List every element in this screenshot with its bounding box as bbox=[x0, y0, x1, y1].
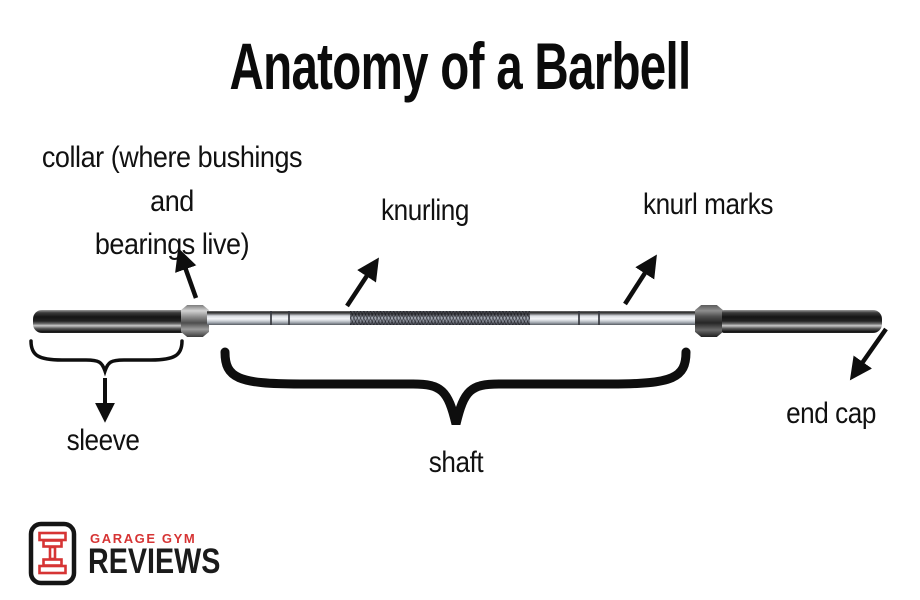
label-sleeve: sleeve bbox=[66, 424, 140, 457]
barbell-left-sleeve bbox=[33, 310, 183, 333]
barbell-shaft bbox=[207, 311, 697, 325]
shaft-brace bbox=[220, 347, 691, 426]
knurl-mark-ring bbox=[288, 311, 290, 325]
logo-text-reviews: REVIEWS bbox=[88, 542, 221, 581]
knurl-mark-ring bbox=[270, 311, 272, 325]
label-knurl-marks: knurl marks bbox=[642, 188, 774, 221]
page-title: Anatomy of a Barbell bbox=[229, 29, 692, 103]
label-collar: collar (where bushings and bearings live… bbox=[17, 136, 327, 267]
knurl-mark-ring bbox=[598, 311, 600, 325]
label-end-cap: end cap bbox=[786, 397, 876, 430]
label-knurling: knurling bbox=[381, 194, 469, 227]
label-collar-line2: bearings live) bbox=[94, 228, 250, 261]
knurl-marks-arrow bbox=[623, 254, 657, 306]
end-cap-arrow bbox=[849, 327, 888, 381]
dumbbell-icon bbox=[28, 521, 77, 586]
barbell-right-sleeve-end-cap bbox=[722, 310, 882, 333]
knurling-texture bbox=[350, 311, 530, 325]
barbell-left-collar bbox=[181, 305, 209, 337]
knurl-mark-ring bbox=[578, 311, 580, 325]
garage-gym-reviews-logo: GARAGE GYM REVIEWS bbox=[28, 521, 221, 591]
label-shaft: shaft bbox=[428, 446, 484, 479]
sleeve-brace bbox=[29, 339, 184, 377]
knurling-arrow bbox=[345, 257, 379, 308]
barbell-right-collar bbox=[695, 305, 723, 337]
logo-text-garage-gym: GARAGE GYM bbox=[90, 531, 197, 546]
label-collar-line1: collar (where bushings and bbox=[41, 141, 303, 218]
